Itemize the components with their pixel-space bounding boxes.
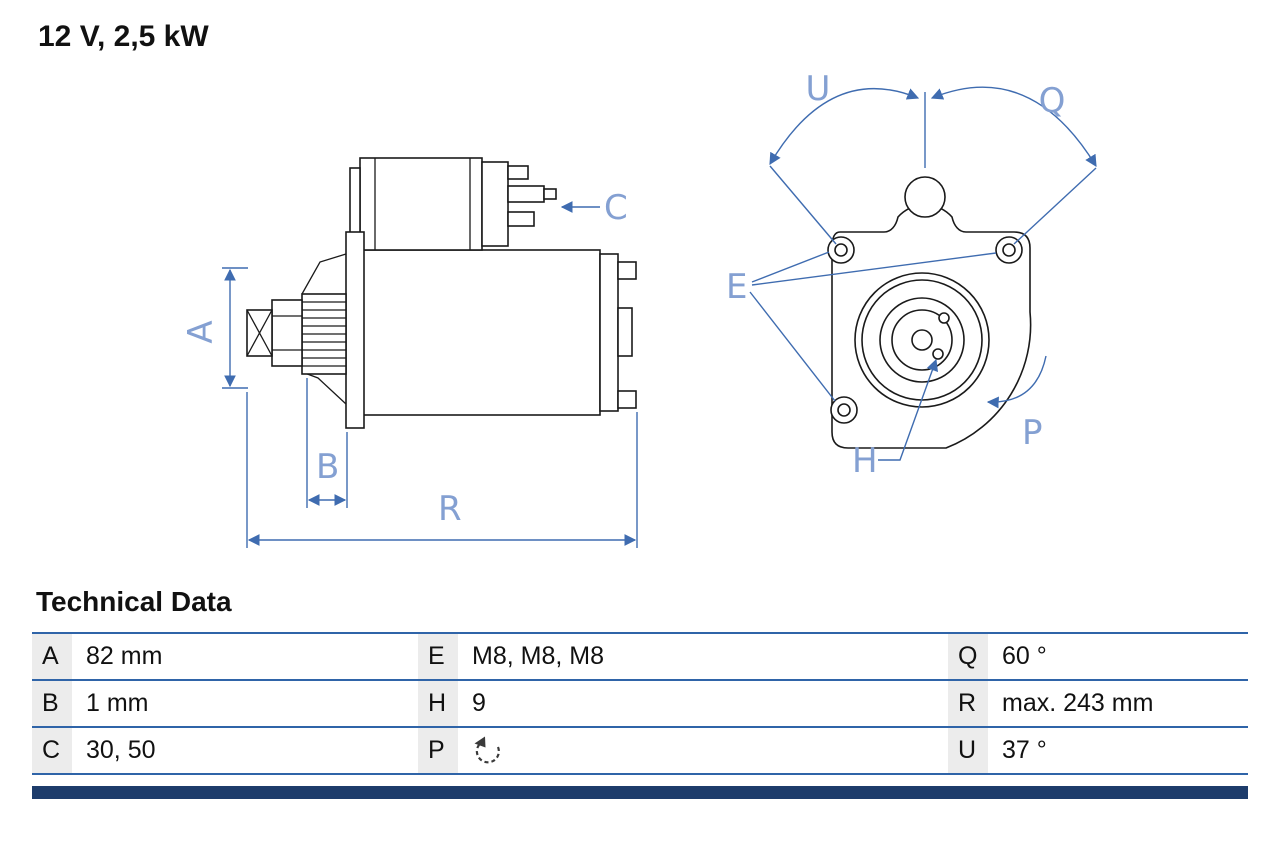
dimension-U: U <box>769 69 926 245</box>
table-cell-label: E <box>418 634 458 679</box>
footer-bar <box>32 786 1248 799</box>
table-cell-label: U <box>948 728 988 773</box>
technical-drawing: A B C R <box>181 69 1097 548</box>
dim-label-R: R <box>438 489 462 529</box>
table-cell-label: R <box>948 681 988 726</box>
dim-label-P: P <box>1022 413 1043 453</box>
dimension-C: C <box>560 188 628 228</box>
table-cell-value: 37 ° <box>1002 736 1047 764</box>
terminal <box>507 185 545 203</box>
ear-hole <box>904 176 946 218</box>
solenoid <box>359 157 483 251</box>
technical-data-table: A 82 mm E M8, M8, M8 Q 60 ° B 1 mm H 9 R… <box>32 632 1248 775</box>
dimension-B: B <box>306 378 348 508</box>
table-cell-value: M8, M8, M8 <box>472 642 604 670</box>
terminal <box>507 165 529 180</box>
dim-label-C: C <box>604 188 628 228</box>
dim-label-A: A <box>181 320 221 343</box>
front-view-drawing: U Q E H P <box>726 69 1097 481</box>
motor-end-cap <box>599 253 619 412</box>
table-cell-label: A <box>32 634 72 679</box>
table-cell-value: 82 mm <box>86 642 163 670</box>
terminal <box>507 211 535 227</box>
dimension-E: E <box>726 251 997 402</box>
page-title: 12 V, 2,5 kW <box>38 20 209 53</box>
table-cell-value: 60 ° <box>1002 642 1047 670</box>
center-boss <box>854 272 990 408</box>
table-cell-value: 9 <box>472 689 486 717</box>
table-cell-label: P <box>418 728 458 773</box>
table-row: C 30, 50 P U 37 ° <box>32 728 1248 775</box>
dim-label-U: U <box>806 69 831 109</box>
table-cell-value <box>458 736 948 766</box>
table-row: A 82 mm E M8, M8, M8 Q 60 ° <box>32 634 1248 681</box>
table-cell-value: 30, 50 <box>86 736 156 764</box>
rotation-ccw-icon <box>474 736 500 763</box>
table-cell-label: C <box>32 728 72 773</box>
dimension-A: A <box>181 267 248 389</box>
table-cell-label: B <box>32 681 72 726</box>
table-cell-value: max. 243 mm <box>1002 689 1154 717</box>
technical-data-heading: Technical Data <box>36 586 232 617</box>
dimension-Q: Q <box>930 81 1097 245</box>
dim-label-H: H <box>852 441 878 481</box>
dim-label-E: E <box>726 267 747 307</box>
dim-label-Q: Q <box>1039 81 1066 121</box>
side-view-drawing: A B C R <box>181 157 638 548</box>
table-cell-value: 1 mm <box>86 689 149 717</box>
dimension-R: R <box>246 392 638 548</box>
dimension-H: H <box>852 358 938 481</box>
dim-label-B: B <box>316 447 339 487</box>
table-cell-label: H <box>418 681 458 726</box>
mounting-flange <box>345 231 365 429</box>
table-cell-label: Q <box>948 634 988 679</box>
table-row: B 1 mm H 9 R max. 243 mm <box>32 681 1248 728</box>
motor-body <box>351 249 601 416</box>
dimension-P: P <box>986 355 1047 453</box>
